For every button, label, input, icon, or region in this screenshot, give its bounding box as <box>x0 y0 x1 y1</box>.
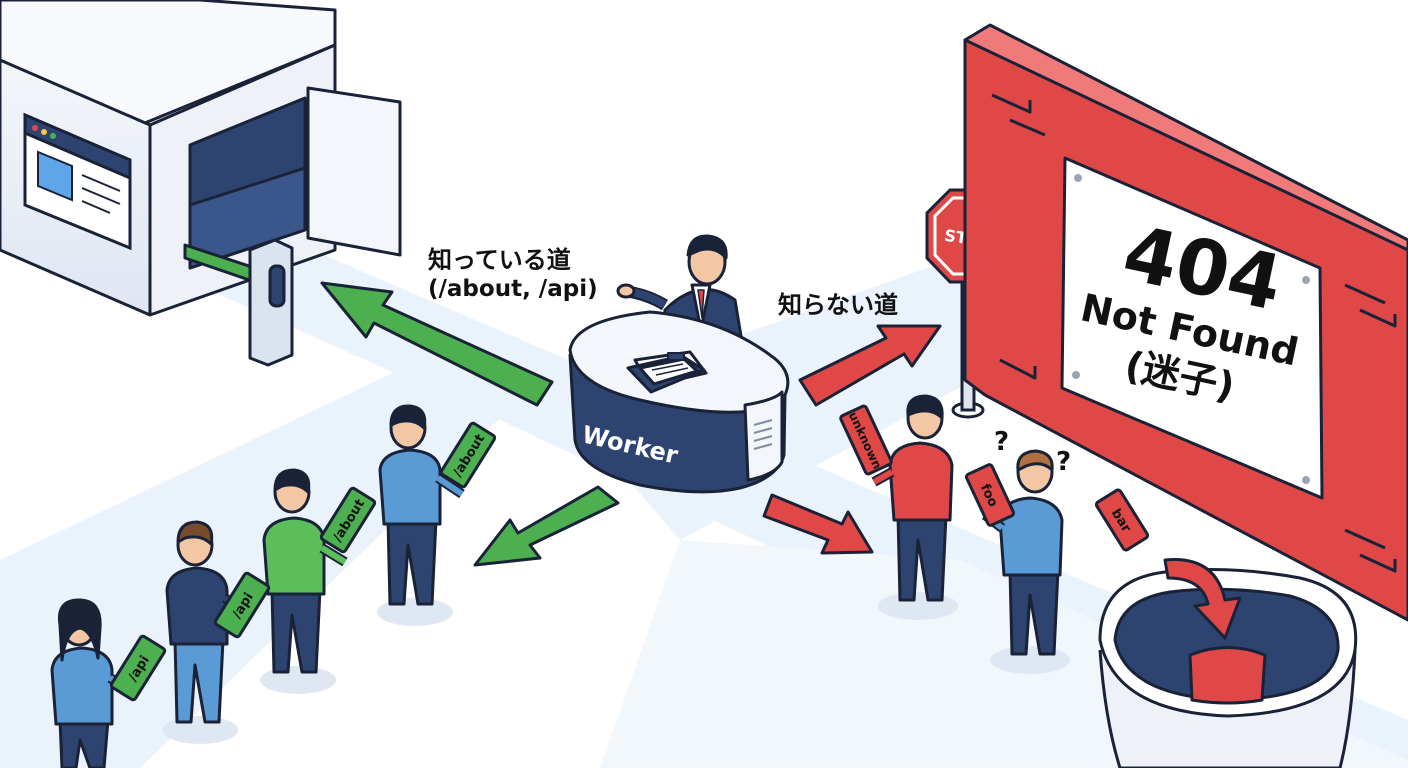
known-route-paths: (/about, /api) <box>428 276 598 302</box>
worker-desk: Worker <box>568 310 790 494</box>
queue-person <box>260 468 348 694</box>
ticket-unknown: bar <box>1094 488 1150 552</box>
unknown-person <box>871 394 958 620</box>
ticket-known: /api <box>109 634 167 702</box>
arrow-down-right <box>762 493 874 555</box>
arrow-up-right <box>798 324 942 407</box>
trash-bin <box>1098 568 1358 770</box>
arrow-into-bin <box>1163 558 1242 640</box>
ticket-known: /about <box>319 486 377 554</box>
arrow-to-building <box>320 281 554 407</box>
browser-window-icon <box>23 112 132 251</box>
ticket-unknown: foo <box>964 463 1016 527</box>
queue-person <box>377 404 465 626</box>
queue-person <box>162 520 247 744</box>
entry-gate <box>183 238 294 367</box>
question-mark: ? <box>1056 447 1071 477</box>
known-route-title: 知っている道 <box>428 246 571 274</box>
ticket-known: /api <box>213 571 271 639</box>
arrow-down-left <box>473 485 620 567</box>
unknown-route-title: 知らない道 <box>778 291 898 319</box>
question-mark: ? <box>994 427 1009 457</box>
